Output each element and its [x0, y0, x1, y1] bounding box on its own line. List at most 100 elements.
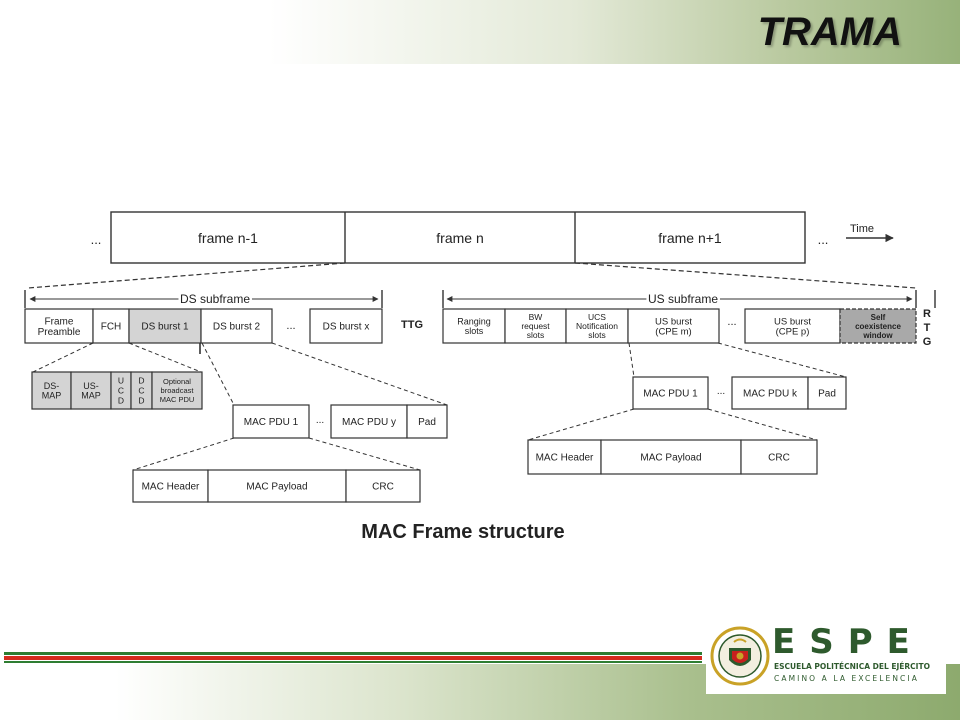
- ds-burst2-expand-right: [271, 342, 448, 406]
- fch-us-map-label-line: US-: [83, 381, 99, 391]
- ds-burst2-expand-left: [201, 342, 235, 406]
- rtg-letter-g: G: [923, 336, 932, 348]
- us-mac-pdu-k-rect: [731, 376, 809, 410]
- us-mac-header-label: MAC Header: [536, 453, 594, 464]
- fch-ds-map-rect: [31, 371, 72, 410]
- fch-us-map-rect: [70, 371, 112, 410]
- us-pdu-ellipsis: ...: [717, 386, 725, 397]
- ds-mac-pdu-1-rect: [232, 404, 310, 439]
- ds-burst-1-rect: [128, 308, 202, 344]
- frame-cell-2: frame n+1: [658, 230, 722, 246]
- us-subframe-label: US subframe: [648, 292, 718, 306]
- fch-ucd-label-line: D: [118, 395, 124, 405]
- us-burst-cpe-p-rect: [744, 308, 841, 344]
- fch-dcd-label-line: D: [138, 395, 144, 405]
- ds-mac-header-label-line: MAC Header: [142, 482, 200, 493]
- fch-ds-map: DS-MAP: [31, 371, 72, 410]
- ds-burst-x-label-line: DS burst x: [323, 322, 370, 333]
- us-mac-pdu-1-label-line: MAC PDU 1: [643, 389, 698, 400]
- ds-mac-payload-rect: [207, 469, 347, 503]
- ds-mac-header: MAC Header: [132, 469, 209, 503]
- fch-ds-map-label-line: MAP: [42, 390, 62, 400]
- ds-pad: Pad: [406, 404, 448, 439]
- ds-burst-2-rect: [200, 308, 273, 344]
- us-bw-request-slots-rect: [504, 308, 567, 344]
- ds-burst-x-rect: [309, 308, 383, 344]
- footer-stripe-green-top: [4, 652, 702, 655]
- us-mac-header-label-line: MAC Header: [536, 453, 594, 464]
- rtg-letter-t: T: [924, 322, 931, 334]
- us-crc-rect: [740, 439, 818, 475]
- us-mac-payload-rect: [600, 439, 742, 475]
- ds-mac-pdu-1: MAC PDU 1: [232, 404, 310, 439]
- ds-crc-label: CRC: [372, 482, 394, 493]
- ds-pdu1-expand-right: [308, 437, 421, 471]
- us-burst-cpe-p-label: US burst(CPE p): [774, 316, 811, 337]
- us-mac-pdu-k: MAC PDU k: [731, 376, 809, 410]
- us-burst-cpe-p: US burst(CPE p): [744, 308, 841, 344]
- ds-fch-rect: [92, 308, 130, 344]
- footer-stripe-red: [4, 656, 702, 660]
- us-self-coexistence-window-rect: [839, 308, 917, 344]
- us-self-coexistence-window-label-line: window: [862, 331, 893, 340]
- expand-line-right: [574, 262, 917, 289]
- us-ucs-notification-slots-label-line: UCS: [588, 312, 606, 322]
- us-crc-label-line: CRC: [768, 453, 790, 464]
- frame-bar: [110, 211, 806, 264]
- expand-line-left: [27, 262, 346, 289]
- ds-fch-label-line: FCH: [101, 322, 122, 333]
- us-mac-pdu-k-label-line: MAC PDU k: [743, 389, 798, 400]
- title-band: [0, 0, 960, 64]
- ds-burst-x-label: DS burst x: [323, 322, 370, 333]
- ds-subframe-label: DS subframe: [180, 292, 250, 306]
- us-crc-label: CRC: [768, 453, 790, 464]
- ds-burst-1-label-line: DS burst 1: [141, 322, 189, 333]
- us-pdu1-expand-right: [707, 408, 818, 441]
- us-pad-rect: [807, 376, 847, 410]
- ds-mac-pdu-y-rect: [330, 404, 408, 439]
- ds-mac-pdu-y-label: MAC PDU y: [342, 417, 396, 428]
- diagram-caption: MAC Frame structure: [361, 521, 564, 543]
- ds-pad-label: Pad: [418, 417, 436, 428]
- us-burst-cpe-m-rect: [627, 308, 720, 344]
- us-mac-payload: MAC Payload: [600, 439, 742, 475]
- us-burst-expand-right: [717, 342, 847, 378]
- us-burst-cpe-m-label: US burst(CPE m): [655, 316, 692, 337]
- ds-burst-1: DS burst 1: [128, 308, 202, 344]
- time-label: Time: [850, 223, 874, 235]
- ellipsis-left: ...: [91, 232, 102, 247]
- fch-us-map-label: US-MAP: [81, 381, 101, 400]
- us-mac-payload-label-line: MAC Payload: [640, 453, 701, 464]
- ds-crc-rect: [345, 469, 421, 503]
- footer-stripe-green-bottom: [4, 661, 702, 663]
- us-pad: Pad: [807, 376, 847, 410]
- ellipsis-right: ...: [818, 232, 829, 247]
- rtg-letter-r: R: [923, 308, 931, 320]
- ds-mac-payload: MAC Payload: [207, 469, 347, 503]
- fch-dcd-label-line: C: [138, 385, 144, 395]
- us-ucs-notification-slots-label-line: Notification: [576, 321, 618, 331]
- us-mac-header: MAC Header: [527, 439, 602, 475]
- us-self-coexistence-window-label-line: Self: [871, 313, 886, 322]
- us-pdu1-expand-left: [527, 408, 635, 441]
- ds-pdu-ellipsis: ...: [316, 415, 324, 426]
- ds-burst-2: DS burst 2: [200, 308, 273, 344]
- ds-burst-x: DS burst x: [309, 308, 383, 344]
- ds-pad-label-line: Pad: [418, 417, 436, 428]
- us-mac-header-rect: [527, 439, 602, 475]
- us-burst-cpe-m: US burst(CPE m): [627, 308, 720, 344]
- fch-expand-right: [128, 342, 202, 373]
- us-burst-cpe-m-label-line: (CPE m): [655, 326, 691, 337]
